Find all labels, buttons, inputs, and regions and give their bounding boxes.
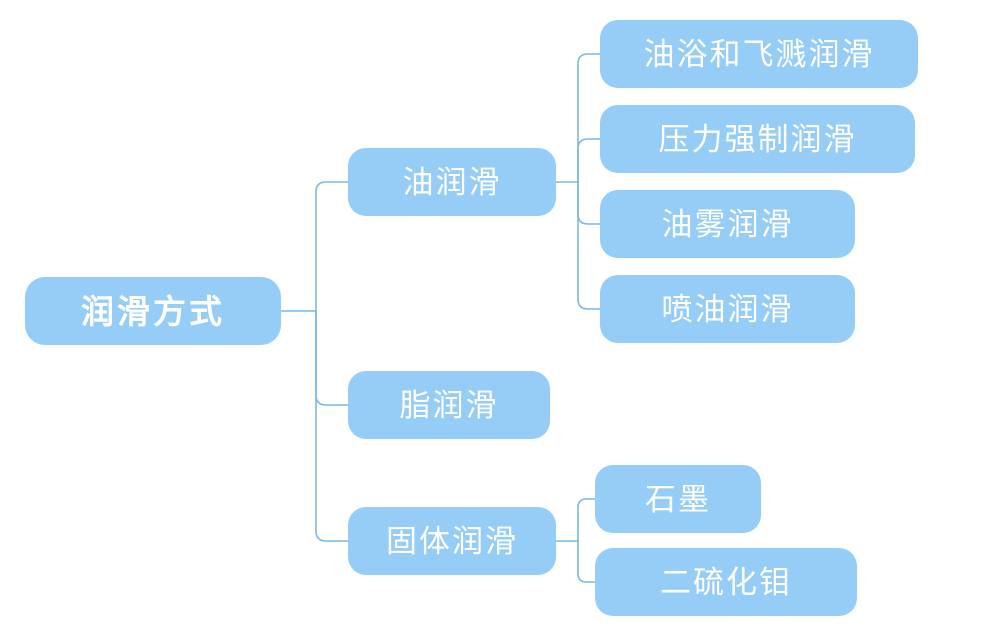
leaf-node-oil-bath-splash[interactable]: 油浴和飞溅润滑 bbox=[600, 20, 918, 88]
leaf-node-pressure-forced[interactable]: 压力强制润滑 bbox=[600, 105, 915, 173]
branch-node-grease[interactable]: 脂润滑 bbox=[348, 371, 550, 439]
leaf-node-oil-jet[interactable]: 喷油润滑 bbox=[600, 275, 855, 343]
oil-connector-branch-3 bbox=[577, 181, 601, 310]
root-node[interactable]: 润滑方式 bbox=[25, 277, 281, 345]
oil-connector-branch-1 bbox=[577, 138, 601, 183]
oil-connector-branch-2 bbox=[577, 181, 601, 225]
solid-connector-branch-0 bbox=[577, 498, 596, 542]
leaf-node-oil-mist[interactable]: 油雾润滑 bbox=[600, 190, 855, 258]
leaf-node-graphite[interactable]: 石墨 bbox=[595, 465, 761, 533]
oil-connector-branch-0 bbox=[577, 53, 601, 183]
root-connector-branch-0 bbox=[315, 181, 349, 312]
solid-connector-branch-1 bbox=[577, 540, 596, 583]
root-connector-branch-2 bbox=[315, 310, 349, 542]
branch-node-oil[interactable]: 油润滑 bbox=[348, 148, 556, 216]
branch-node-solid[interactable]: 固体润滑 bbox=[348, 507, 556, 575]
root-connector-branch-1 bbox=[315, 310, 349, 406]
leaf-node-molybdenum-disulfide[interactable]: 二硫化钼 bbox=[595, 548, 857, 616]
